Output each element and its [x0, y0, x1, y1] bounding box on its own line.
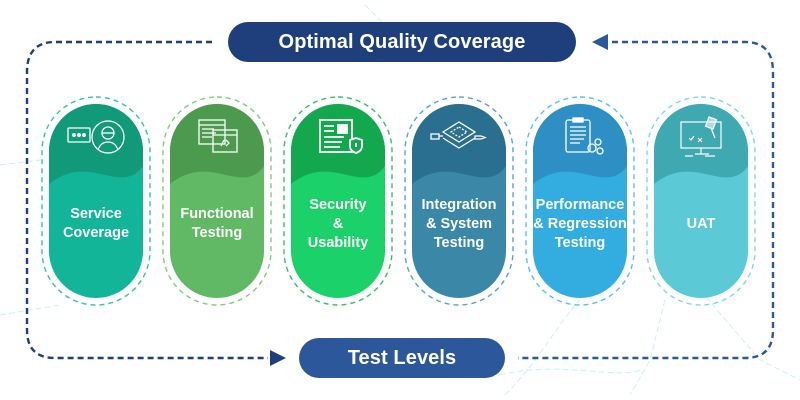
dashed-ring	[646, 96, 756, 306]
card-body: UAT	[654, 104, 748, 298]
optimal-quality-coverage-banner: Optimal Quality Coverage	[228, 22, 576, 62]
card-top-wave	[533, 104, 627, 184]
card-body: Performance & Regression Testing	[533, 104, 627, 298]
dashed-ring	[525, 96, 635, 306]
dashed-ring	[41, 96, 151, 306]
card-label: Functional Testing	[180, 206, 254, 241]
layers-integration-icon	[430, 121, 487, 149]
flow-loop-line	[25, 40, 775, 360]
dashed-ring	[404, 96, 514, 306]
card-label: Performance & Regression Testing	[533, 196, 627, 251]
clipboard-gears-icon	[565, 117, 604, 155]
code-windows-icon	[198, 119, 238, 153]
security-document-icon	[319, 119, 363, 154]
test-level-card-1: Functional Testing	[161, 95, 273, 307]
card-top-wave	[291, 104, 385, 184]
card-body: Integration & System Testing	[412, 104, 506, 298]
card-label: Integration & System Testing	[421, 196, 497, 251]
test-level-card-4: Performance & Regression Testing	[524, 95, 636, 307]
arrow-left-icon	[592, 34, 608, 50]
monitor-test-icon	[680, 116, 722, 157]
customer-support-icon	[67, 120, 125, 154]
test-level-card-5: UAT	[645, 95, 757, 307]
card-body: Security & Usability	[291, 104, 385, 298]
arrow-right-icon	[270, 350, 286, 366]
card-top-wave	[412, 104, 506, 184]
card-label: UAT	[686, 215, 716, 232]
dashed-ring	[283, 96, 393, 306]
card-label: Service Coverage	[62, 206, 130, 241]
card-top-wave	[49, 104, 143, 184]
test-level-card-0: Service Coverage	[40, 95, 152, 307]
card-top-wave	[654, 104, 748, 184]
card-label: Security & Usability	[307, 196, 369, 251]
dashed-ring	[162, 96, 272, 306]
card-body: Service Coverage	[49, 104, 143, 298]
card-body: Functional Testing	[170, 104, 264, 298]
test-levels-banner: Test Levels	[299, 338, 505, 378]
test-level-card-3: Integration & System Testing	[403, 95, 515, 307]
test-level-card-2: Security & Usability	[282, 95, 394, 307]
